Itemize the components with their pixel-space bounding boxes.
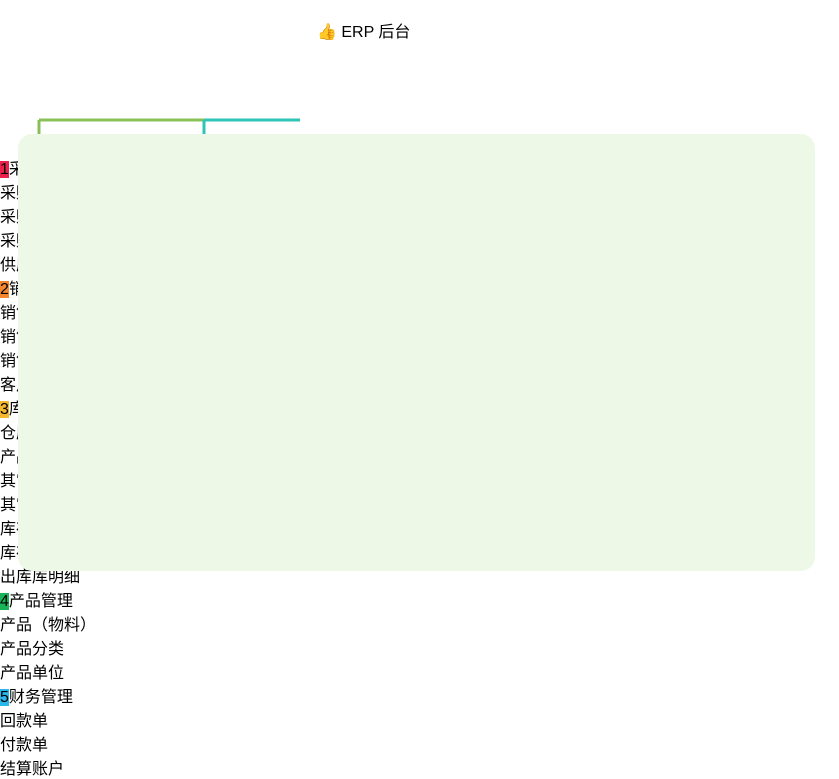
leaf-node[interactable]: 产品（物料） [0, 611, 839, 635]
leaf-node-label: 出库库明细 [0, 569, 81, 586]
category-number-badge: 3 [0, 401, 9, 418]
leaf-node-label: 回款单 [0, 713, 49, 730]
leaf-node[interactable]: 出库库明细 [0, 563, 839, 587]
erp-mindmap-diagram: 👍 ERP 后台 1采购管理采购订单采购入库采购退货供应商信息2销售管理销售订单… [0, 18, 839, 778]
root-node-card[interactable]: 👍 ERP 后台 [317, 18, 521, 82]
leaf-node[interactable]: 付款单 [0, 731, 839, 755]
category-title: 产品管理 [8, 593, 73, 610]
leaf-node[interactable]: 结算账户 [0, 755, 839, 779]
thumbs-up-icon: 👍 [317, 24, 337, 41]
leaf-node-label: 付款单 [0, 737, 49, 754]
leaf-node-label: 产品（物料） [0, 617, 97, 634]
category-title: 财务管理 [8, 689, 73, 706]
category-header-4[interactable]: 4产品管理 [0, 587, 839, 611]
leaf-node-label: 产品单位 [0, 665, 65, 682]
category-number-badge: 5 [0, 689, 9, 706]
category-number-badge: 4 [0, 593, 9, 610]
category-number-badge: 2 [0, 281, 9, 298]
category-column-5: 5财务管理回款单付款单结算账户 [0, 683, 839, 779]
category-number-badge: 1 [0, 161, 9, 178]
category-header-5[interactable]: 5财务管理 [0, 683, 839, 707]
leaf-node[interactable]: 产品分类 [0, 635, 839, 659]
leaf-node[interactable]: 回款单 [0, 707, 839, 731]
category-item-list: 产品（物料） 产品分类产品单位 [0, 611, 839, 683]
leaf-node-label: 产品分类 [0, 641, 65, 658]
category-item-list: 回款单付款单结算账户 [0, 707, 839, 779]
root-node-title: ERP 后台 [341, 24, 411, 41]
connector-lines [37, 82, 699, 174]
diagram-panel [18, 134, 815, 571]
category-column-4: 4产品管理产品（物料） 产品分类产品单位 [0, 587, 839, 683]
leaf-node[interactable]: 产品单位 [0, 659, 839, 683]
leaf-node-label: 结算账户 [0, 761, 65, 778]
